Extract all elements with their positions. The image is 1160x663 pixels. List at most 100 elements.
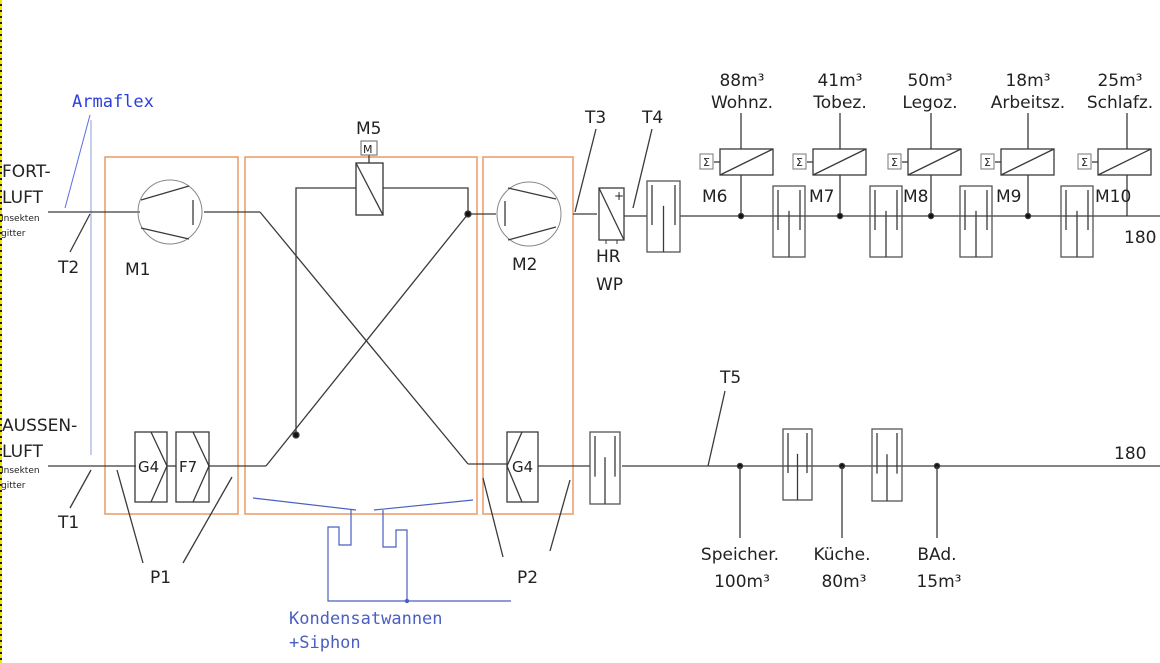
damper-blade [355, 162, 384, 216]
bypass-duct-2 [383, 187, 469, 214]
junction-dot [737, 212, 745, 220]
p2-leader [482, 477, 504, 558]
sensor-t4-label: T4 [641, 108, 663, 128]
damper-label: M6 [702, 187, 727, 207]
crossover-1 [259, 211, 469, 465]
condensate-label-2: +Siphon [289, 633, 361, 653]
canvas-border [0, 0, 2, 663]
enclosure-fan-m1 [104, 156, 239, 515]
extract-room-volume: 80m³ [821, 572, 866, 592]
sigma-icon: Σ [1081, 156, 1088, 169]
t4-leader [632, 128, 653, 209]
pressure-p1-label: P1 [150, 568, 171, 588]
bypass-duct [295, 187, 356, 435]
sensor-t2-label: T2 [57, 258, 79, 278]
controller-icon [792, 153, 807, 170]
controller-icon [1077, 153, 1092, 170]
sigma-icon: Σ [703, 156, 710, 169]
damper-label: M9 [996, 187, 1021, 207]
junction-dot [1024, 212, 1032, 220]
sensor-t3-label: T3 [584, 108, 606, 128]
silencer [959, 185, 993, 258]
filter-f7-label: F7 [179, 458, 197, 476]
aussenluft-label: AUSSEN- [2, 416, 77, 436]
junction-dot [292, 431, 300, 439]
filter-g4-out-label: G4 [512, 458, 533, 476]
sigma-icon: Σ [796, 156, 803, 169]
enclosure-heat-exchanger [244, 156, 478, 515]
heater-hr-wp [598, 187, 625, 244]
silencer [589, 431, 621, 505]
silencer [772, 185, 806, 258]
volume-damper-m7 [807, 148, 867, 176]
motor-m5-label: M5 [356, 119, 381, 139]
volume-damper-m6 [714, 148, 774, 176]
actuator-box-m5 [360, 140, 378, 156]
sensor-t1-label: T1 [57, 513, 79, 533]
silencer [646, 180, 681, 253]
junction-dot [464, 210, 472, 218]
heater-plus: + [614, 189, 624, 203]
room-name-label: Schlafz. [1087, 93, 1153, 113]
room-name-label: Tobez. [812, 93, 866, 113]
filter-g4-exhaust [506, 431, 539, 503]
controller-icon [699, 153, 714, 170]
insektengitter-label-bottom-2: gitter [1, 481, 26, 491]
room-volume-label: 88m³ [719, 71, 764, 91]
condensate-label: Kondensatwannen [289, 609, 443, 629]
motor-m2-label: M2 [512, 255, 537, 275]
damper-label: M7 [809, 187, 834, 207]
extract-room-name: Speicher. [701, 545, 779, 565]
duct-size-bottom: 180 [1114, 444, 1146, 464]
filter-g4-label: G4 [138, 458, 159, 476]
insektengitter-label: Insekten [1, 214, 40, 224]
fortluft-label: FORT- [2, 162, 51, 182]
silencer [1060, 185, 1094, 258]
sigma-icon: Σ [984, 156, 991, 169]
fan-blade [140, 185, 190, 201]
filter-f7 [175, 431, 210, 503]
t2-leader [69, 213, 91, 253]
controller-icon [980, 153, 995, 170]
armaflex-label: Armaflex [72, 92, 154, 112]
sensor-t5-label: T5 [719, 368, 741, 388]
room-volume-label: 18m³ [1005, 71, 1050, 91]
duct-size-top: 180 [1124, 228, 1156, 248]
room-name-label: Arbeitsz. [991, 93, 1065, 113]
junction-dot [836, 212, 844, 220]
extract-room-name: BAd. [917, 545, 956, 565]
insektengitter-label-2: gitter [1, 229, 26, 239]
p1-leader-2 [182, 476, 233, 564]
enclosure-fan-m2 [482, 156, 574, 515]
fan-m2 [496, 181, 562, 247]
controller-icon [887, 153, 902, 170]
room-volume-label: 25m³ [1097, 71, 1142, 91]
volume-damper-m8 [902, 148, 962, 176]
aussenluft-label-2: LUFT [2, 442, 44, 462]
silencer [871, 428, 903, 502]
t3-leader [574, 128, 597, 213]
fan-blade [507, 226, 557, 241]
heater-label-wp: WP [596, 275, 623, 295]
fan-blade [507, 187, 557, 200]
room-name-label: Wohnz. [711, 93, 773, 113]
crossover-2 [265, 213, 469, 467]
extract-room-volume: 100m³ [714, 572, 770, 592]
p2-leader-2 [549, 479, 571, 552]
room-volume-label: 50m³ [907, 71, 952, 91]
motor-m1-label: M1 [125, 260, 150, 280]
armaflex-leader [64, 114, 91, 209]
room-name-label: Legoz. [902, 93, 957, 113]
silencer [782, 428, 813, 501]
volume-damper-m9 [995, 148, 1055, 176]
damper-label: M8 [903, 187, 928, 207]
sigma-icon: Σ [891, 156, 898, 169]
extract-room-volume: 15m³ [916, 572, 961, 592]
insektengitter-label-bottom: Insekten [1, 466, 40, 476]
fan-blade [140, 227, 190, 240]
heater-label-hr: HR [596, 247, 621, 267]
fortluft-label-2: LUFT [2, 188, 44, 208]
t1-leader [69, 469, 92, 509]
silencer [869, 185, 903, 258]
